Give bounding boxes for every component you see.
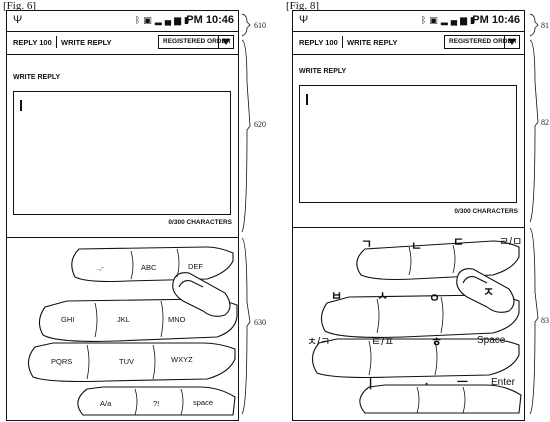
key-nieun[interactable]: ㄴ — [411, 239, 423, 253]
key-chieut-kieuk[interactable]: ㅊ/ㅋ — [307, 336, 331, 348]
clock: PM 10:46 — [472, 14, 520, 26]
key-vowel-eu[interactable]: ㅡ — [457, 375, 469, 389]
key-vowel-dot[interactable]: ㆍ — [421, 377, 433, 391]
write-reply-tab[interactable]: WRITE REPLY — [347, 38, 398, 47]
reference-numeral: 610 — [254, 21, 266, 30]
text-cursor — [306, 94, 308, 105]
key-hieut[interactable]: ㅎ — [431, 335, 443, 349]
reference-brackets — [241, 13, 251, 415]
phone-screen-fig8: Ψ ᛒ▣▂▄▆▮ PM 10:46 REPLY 100 WRITE REPLY … — [292, 10, 525, 421]
battery-icon: ▮ — [184, 15, 192, 25]
bluetooth-icon: ᛒ — [420, 15, 430, 25]
usb-icon: Ψ — [13, 14, 23, 26]
character-counter: 0/300 CHARACTERS — [168, 219, 232, 226]
chevron-down-icon[interactable] — [218, 36, 233, 48]
reply-text-input[interactable] — [13, 91, 231, 215]
figure-label: [Fig. 6] — [3, 0, 36, 12]
key-symbols[interactable]: ?! — [153, 399, 160, 408]
key-ieung[interactable]: ㅇ — [429, 291, 441, 305]
battery-icon: ▮ — [470, 15, 478, 25]
character-counter: 0/300 CHARACTERS — [454, 208, 518, 215]
app-bar: REPLY 100 WRITE REPLY REGISTERED ORDER — [7, 32, 238, 55]
status-bar: Ψ ᛒ▣▂▄▆▮ PM 10:46 — [7, 11, 238, 32]
hand-keyboard-drawing — [27, 246, 238, 416]
key-ghi[interactable]: GHI — [61, 315, 75, 324]
sort-dropdown[interactable]: REGISTERED ORDER — [444, 35, 520, 49]
key-space[interactable]: Space — [477, 335, 506, 346]
reference-numeral: 81 — [541, 21, 549, 30]
reply-count: REPLY 100 — [13, 38, 52, 47]
sort-dropdown-label: REGISTERED ORDER — [163, 38, 231, 45]
app-bar: REPLY 100 WRITE REPLY REGISTERED ORDER — [293, 32, 524, 55]
phone-screen-fig6: Ψ ᛒ▣▂▄▆▮ PM 10:46 REPLY 100 WRITE REPLY … — [6, 10, 239, 421]
status-icons: ᛒ▣▂▄▆▮ — [421, 15, 478, 26]
signal-icon: ▂▄▆ — [440, 15, 471, 25]
keyboard-divider — [7, 237, 238, 238]
key-bieup[interactable]: ㅂ — [331, 289, 343, 303]
separator — [342, 36, 343, 48]
reply-text-input[interactable] — [299, 85, 517, 203]
vibrate-icon: ▣ — [143, 15, 155, 25]
reference-numeral: 630 — [254, 318, 266, 327]
key-mno[interactable]: MNO — [168, 315, 186, 324]
sort-dropdown-label: REGISTERED ORDER — [449, 38, 517, 45]
key-vowel-i[interactable]: ㅣ — [365, 377, 377, 391]
key-case-toggle[interactable]: A/a — [100, 399, 112, 408]
key-space[interactable]: space — [193, 398, 214, 407]
reference-numeral: 83 — [541, 316, 549, 325]
key-jkl[interactable]: JKL — [117, 315, 130, 324]
key-digeut[interactable]: ㄷ — [453, 235, 465, 249]
key-punctuation[interactable]: .,- — [97, 263, 104, 272]
keyboard-divider — [293, 227, 524, 228]
editor-title: WRITE REPLY — [299, 68, 347, 75]
key-tieut-pieup[interactable]: ㅌ/ㅍ — [371, 336, 395, 348]
write-reply-tab[interactable]: WRITE REPLY — [61, 38, 112, 47]
hand-keyboard-drawing — [311, 240, 522, 414]
key-jieut[interactable]: ㅈ — [483, 285, 495, 299]
key-enter[interactable]: Enter — [491, 377, 515, 388]
signal-icon: ▂▄▆ — [154, 15, 185, 25]
text-cursor — [20, 100, 22, 111]
key-wxyz[interactable]: WXYZ — [171, 355, 193, 364]
vibrate-icon: ▣ — [429, 15, 441, 25]
status-bar: Ψ ᛒ▣▂▄▆▮ PM 10:46 — [293, 11, 524, 32]
key-siot[interactable]: ㅅ — [377, 289, 389, 303]
reference-numeral: 82 — [541, 118, 549, 127]
editor-title: WRITE REPLY — [13, 74, 61, 81]
figure-label: [Fig. 8] — [286, 0, 319, 12]
sort-dropdown[interactable]: REGISTERED ORDER — [158, 35, 234, 49]
key-abc[interactable]: ABC — [141, 263, 157, 272]
bluetooth-icon: ᛒ — [134, 15, 144, 25]
separator — [56, 36, 57, 48]
reference-brackets — [529, 13, 539, 415]
usb-icon: Ψ — [299, 14, 309, 26]
key-def[interactable]: DEF — [188, 262, 203, 271]
key-pqrs[interactable]: PQRS — [51, 357, 73, 366]
chevron-down-icon[interactable] — [504, 36, 519, 48]
reference-numeral: 620 — [254, 120, 266, 129]
key-giyeok[interactable]: ㄱ — [361, 237, 373, 251]
clock: PM 10:46 — [186, 14, 234, 26]
status-icons: ᛒ▣▂▄▆▮ — [135, 15, 192, 26]
reply-count: REPLY 100 — [299, 38, 338, 47]
key-rieul-mieum[interactable]: ㄹ/ㅁ — [499, 236, 523, 248]
key-tuv[interactable]: TUV — [119, 357, 134, 366]
